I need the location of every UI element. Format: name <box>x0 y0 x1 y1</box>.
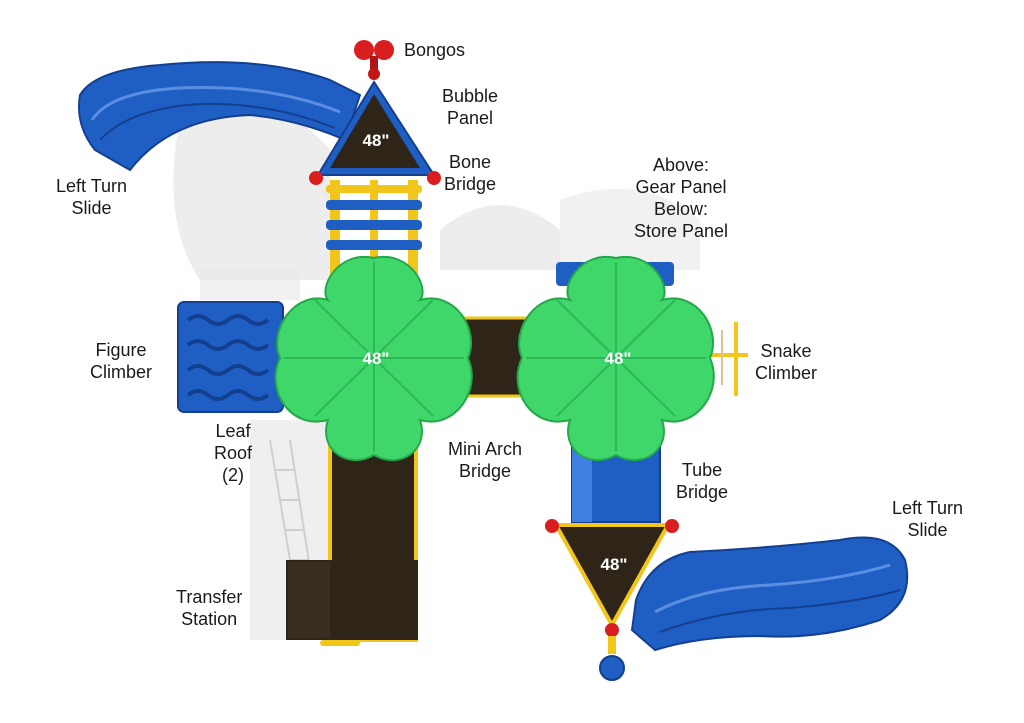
label-line: Leaf <box>215 421 251 441</box>
label-snake-climber: Snake Climber <box>755 340 817 384</box>
figure-climber <box>177 301 284 413</box>
label-line: Above: <box>653 155 710 175</box>
top-triangle-deck <box>309 80 441 185</box>
deck-height-right-roof: 48" <box>605 349 632 368</box>
deck-height-bottom: 48" <box>601 555 628 574</box>
label-line: Snake <box>760 341 812 361</box>
bottom-triangle-deck <box>545 519 679 681</box>
label-line: Bridge <box>444 174 497 194</box>
label-line: Left Turn <box>56 176 128 196</box>
label-mini-arch-bridge: Mini Arch Bridge <box>448 438 522 482</box>
label-line: Store Panel <box>634 221 729 241</box>
label-line: Climber <box>755 363 818 383</box>
label-transfer-station: Transfer Station <box>176 586 242 630</box>
label-line: Slide <box>71 198 112 218</box>
label-left-turn-slide-top: Left Turn Slide <box>56 175 127 219</box>
label-bubble-panel: Bubble Panel <box>442 85 498 129</box>
label-bongos: Bongos <box>404 39 465 61</box>
label-line: Gear Panel <box>635 177 727 197</box>
label-line: Bridge <box>676 482 729 502</box>
label-line: Below: <box>654 199 709 219</box>
deck-height-left-roof: 48" <box>363 349 390 368</box>
label-line: Transfer <box>176 587 243 607</box>
label-tube-bridge: Tube Bridge <box>676 459 728 503</box>
label-line: Roof <box>214 443 253 463</box>
label-line: Slide <box>907 520 948 540</box>
label-bone-bridge: Bone Bridge <box>444 151 496 195</box>
label-line: Mini Arch <box>448 439 523 459</box>
label-line: Tube <box>681 460 723 480</box>
left-turn-slide-top <box>78 61 362 172</box>
leaf-roof-left <box>274 255 473 461</box>
label-line: Bubble <box>442 86 499 106</box>
label-figure-climber: Figure Climber <box>90 339 152 383</box>
left-turn-slide-bottom <box>630 536 909 652</box>
label-gear-store-panel: Above: Gear Panel Below: Store Panel <box>634 154 728 242</box>
label-line: Climber <box>90 362 153 382</box>
label-line: Left Turn <box>892 498 964 518</box>
bongos <box>354 40 394 80</box>
label-line: (2) <box>222 465 245 485</box>
leaf-roof-right <box>516 255 715 461</box>
label-line: Bone <box>448 152 492 172</box>
label-line: Bridge <box>459 461 512 481</box>
label-line: Panel <box>447 108 494 128</box>
label-leaf-roof: Leaf Roof (2) <box>214 420 252 486</box>
bone-bridge <box>326 180 422 275</box>
label-line: Figure <box>95 340 147 360</box>
label-line: Bongos <box>404 40 466 60</box>
label-line: Station <box>181 609 238 629</box>
transfer-station <box>286 443 418 646</box>
deck-height-top: 48" <box>363 131 390 150</box>
label-left-turn-slide-bottom: Left Turn Slide <box>892 497 963 541</box>
